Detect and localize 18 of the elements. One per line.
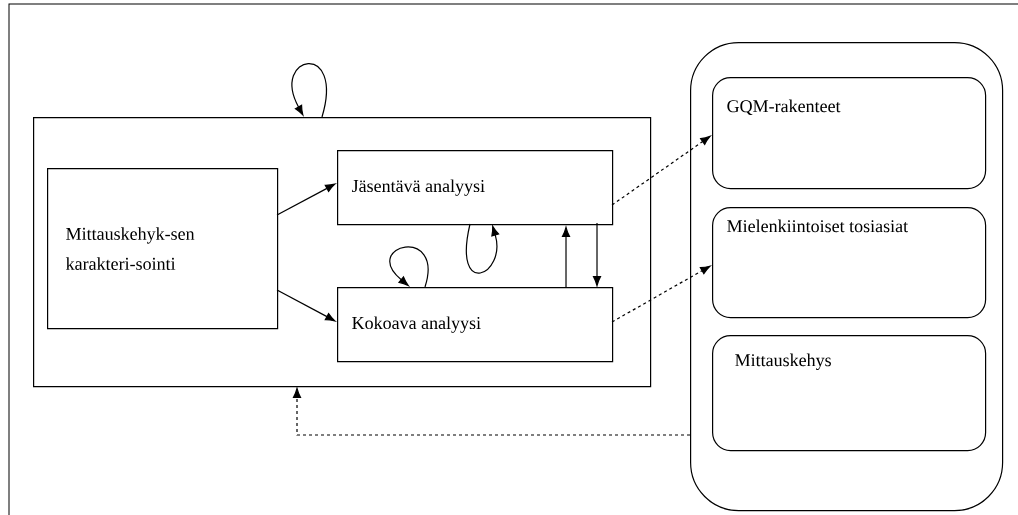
process-box: Mittauskehyk-sen karakteri-sointi (47, 168, 279, 330)
result-box: Mittauskehys (712, 335, 987, 452)
arrow (276, 289, 336, 322)
dashed-arrow (292, 387, 691, 436)
process-box (33, 117, 652, 388)
arrow (561, 226, 571, 289)
arrow (592, 222, 602, 287)
dashed-arrow (611, 265, 711, 323)
process-box: Kokoava analyysi (337, 287, 614, 363)
container-box (690, 42, 1004, 512)
process-box: Jäsentävä analyysi (337, 150, 614, 226)
arrow (276, 183, 336, 216)
result-box: GQM-rakenteet (712, 77, 987, 190)
dashed-arrow (611, 135, 711, 206)
loop-arrow (389, 246, 429, 288)
loop-arrow (291, 63, 327, 118)
result-box: Mielenkiintoiset tosiasiat (712, 207, 987, 319)
loop-arrow (465, 223, 500, 274)
